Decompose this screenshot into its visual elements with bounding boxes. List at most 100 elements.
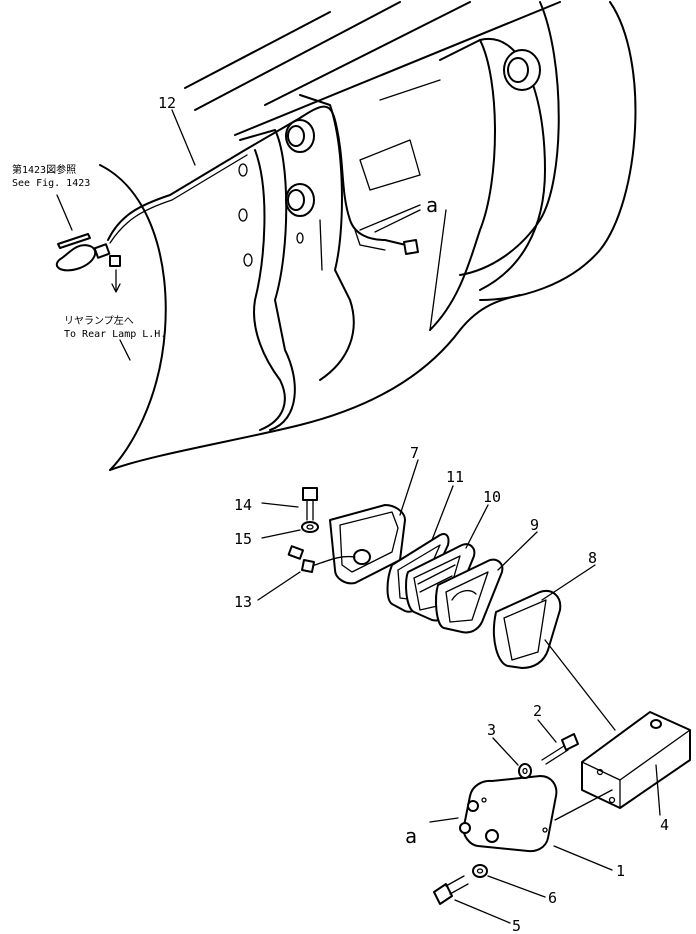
connector-right xyxy=(403,239,419,255)
part-9-detail xyxy=(451,589,477,601)
harness-parallel xyxy=(109,154,248,244)
part-13-connector xyxy=(287,545,305,560)
harness-sleeve xyxy=(57,233,91,249)
leader-14 xyxy=(261,502,299,508)
leader-2 xyxy=(537,719,557,743)
callout-8: 8 xyxy=(588,549,597,567)
callout-6: 6 xyxy=(548,889,557,907)
leader-11 xyxy=(431,485,454,541)
part-9-bezel-inner xyxy=(445,571,489,623)
marker-a-top: a xyxy=(426,193,438,217)
note-see-fig-en: See Fig. 1423 xyxy=(12,178,90,189)
part-5-bolt-shank xyxy=(445,875,469,895)
leader-1 xyxy=(553,845,613,871)
bracket-plate-far xyxy=(429,39,496,331)
part-7-housing-rim xyxy=(339,511,399,573)
part-4-edges xyxy=(581,729,691,809)
part-10-lens-line-2 xyxy=(419,575,453,593)
callout-10: 10 xyxy=(483,488,501,506)
bolt-hole-4 xyxy=(296,232,304,244)
wire-harness xyxy=(55,105,419,272)
harness-clip xyxy=(354,229,386,251)
leaders-bottom xyxy=(257,459,661,924)
labels: 12 7 11 10 9 8 14 15 13 2 3 4 1 6 5 a a … xyxy=(12,94,669,934)
leader-5 xyxy=(454,899,511,924)
leader-15 xyxy=(261,529,301,539)
part-4-hole-1 xyxy=(596,768,604,776)
part-4-hole-2 xyxy=(608,796,616,804)
frame-detail-line xyxy=(359,204,421,231)
part-2-bolt-head xyxy=(561,733,579,751)
part-6-washer-hole xyxy=(476,868,484,874)
frame-top-edge-2 xyxy=(194,1,401,111)
callout-1: 1 xyxy=(616,862,625,880)
callout-9: 9 xyxy=(530,516,539,534)
frame-detail-line-2 xyxy=(379,79,441,101)
callout-7: 7 xyxy=(410,444,419,462)
callout-5: 5 xyxy=(512,917,521,934)
callout-12: 12 xyxy=(158,94,176,112)
leader-6 xyxy=(487,875,546,898)
harness-main-run xyxy=(107,105,411,247)
bracket-plate-left-inner xyxy=(253,149,286,431)
leader-a-top xyxy=(374,209,421,233)
callout-2: 2 xyxy=(533,702,542,720)
frame-bottom-edge xyxy=(109,294,521,471)
leader-13 xyxy=(257,571,301,601)
marker-a-bottom: a xyxy=(405,824,417,848)
frame-left-curve xyxy=(99,164,167,471)
part-1-stud-1 xyxy=(467,800,479,812)
frame-top-edge xyxy=(184,11,331,89)
pin-boss-far-hole xyxy=(507,57,529,83)
arrow-head-rear-lamp xyxy=(111,283,121,293)
part-13-wire xyxy=(311,555,356,567)
part-1-hole-1 xyxy=(481,797,487,803)
part-3-washer xyxy=(518,763,532,779)
align-4-to-1 xyxy=(554,789,613,821)
leader-10 xyxy=(465,504,489,549)
harness-drop xyxy=(319,219,323,271)
frame-right-inner xyxy=(459,1,560,276)
note-see-fig-jp: 第1423図参照 xyxy=(12,163,76,176)
part-8-cover xyxy=(492,590,562,669)
align-8-to-4 xyxy=(544,639,616,731)
bolt-hole xyxy=(238,163,248,177)
callout-11: 11 xyxy=(446,468,464,486)
leader-frame xyxy=(429,209,447,331)
bracket-plate-left xyxy=(239,129,296,431)
leader-rear-lamp xyxy=(119,339,131,361)
part-8-cover-rim xyxy=(503,599,547,661)
callout-15: 15 xyxy=(234,530,252,548)
lamp-assembly xyxy=(287,487,691,905)
leader-7 xyxy=(399,459,419,516)
part-3-washer-hole xyxy=(522,767,528,775)
part-7-socket xyxy=(353,549,371,565)
part-4-block xyxy=(581,711,691,809)
frame-top-edge-4 xyxy=(234,1,561,136)
leader-12 xyxy=(171,109,196,166)
callout-13: 13 xyxy=(234,593,252,611)
part-2-bolt-shank xyxy=(541,745,569,765)
frame-cutout xyxy=(359,139,421,191)
part-6-washer xyxy=(472,864,488,878)
note-rear-lamp-jp: リヤランプ左へ xyxy=(64,314,134,327)
part-10-lens-line-1 xyxy=(417,564,456,585)
connector-left-b xyxy=(109,255,121,267)
frame-structure xyxy=(99,1,637,471)
align-a-to-1 xyxy=(429,817,459,823)
leader-4 xyxy=(655,764,661,816)
bolt-hole-2 xyxy=(238,208,248,222)
leader-8 xyxy=(541,564,596,601)
frame-top-edge-3 xyxy=(264,1,471,106)
leaders-top xyxy=(56,109,447,361)
part-13-terminal xyxy=(301,559,315,573)
pin-boss-lower-hole xyxy=(287,189,305,211)
part-14-bolt-head xyxy=(302,487,318,501)
callout-4: 4 xyxy=(660,816,669,834)
connector-left-a xyxy=(93,243,111,259)
part-4-boss xyxy=(650,719,662,729)
part-1-plate xyxy=(462,775,558,853)
callout-3: 3 xyxy=(487,721,496,739)
